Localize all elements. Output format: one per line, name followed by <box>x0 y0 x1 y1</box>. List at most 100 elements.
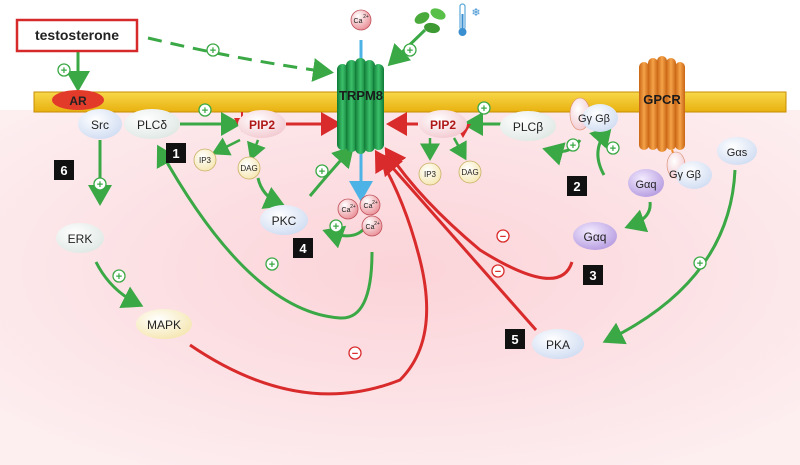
step-badge-2: 2 <box>567 176 587 196</box>
svg-text:2+: 2+ <box>374 221 380 227</box>
plcbeta-label: PLCβ <box>513 120 543 134</box>
pka-node <box>532 329 584 359</box>
pip2-right-label: PIP2 <box>430 118 456 132</box>
svg-text:5: 5 <box>511 332 518 347</box>
svg-text:3: 3 <box>589 268 596 283</box>
trpm8-label: TRPM8 <box>339 88 383 103</box>
galphaq-to-gbetagamma-arrow <box>589 125 613 176</box>
ip3-right-label: IP3 <box>424 170 437 179</box>
complex-to-free-galphaq-arrow <box>624 201 652 233</box>
gpcr-label: GPCR <box>643 92 681 107</box>
calcium-to-plcdelta-loop-arrow <box>156 144 374 320</box>
svg-text:+: + <box>610 143 616 155</box>
ip3-left-node <box>193 148 217 172</box>
trpm8-channel <box>337 58 384 154</box>
pip2-to-dag-right-arrow <box>449 137 467 161</box>
minus-sign-pka-trpm8: − <box>491 264 505 278</box>
plcdelta-node <box>124 109 180 139</box>
dag-left-node <box>237 156 261 180</box>
pkc-label: PKC <box>272 214 297 228</box>
plus-sign-erk-mapk: + <box>112 269 126 283</box>
testosterone-to-trpm8-arrow <box>147 36 334 82</box>
svg-text:Ca: Ca <box>354 18 363 25</box>
step-badge-1: 1 <box>166 143 186 163</box>
svg-text:+: + <box>333 221 339 233</box>
svg-text:2+: 2+ <box>363 14 369 20</box>
step-badge-5: 5 <box>505 329 525 349</box>
svg-text:1: 1 <box>172 146 179 161</box>
svg-text:−: − <box>352 348 358 360</box>
plus-sign-calcium-pkc: + <box>329 219 343 233</box>
pkc-node <box>260 205 308 235</box>
calcium-ions-intracellular: Ca 2+ Ca 2+ Ca 2+ <box>337 194 383 237</box>
testosterone-label: testosterone <box>35 27 119 43</box>
svg-text:Ca: Ca <box>342 207 351 214</box>
gbetagamma-membrane-node <box>569 97 618 132</box>
pka-label: PKA <box>546 338 570 352</box>
pip2-left-node <box>238 110 286 138</box>
minus-sign-mapk-trpm8: − <box>348 346 362 360</box>
svg-text:6: 6 <box>60 163 67 178</box>
ip3-right-node <box>418 162 442 186</box>
erk-label: ERK <box>68 232 93 246</box>
erk-node <box>56 223 104 253</box>
galphaq-free-label: Gαq <box>584 230 607 244</box>
plus-sign-testosterone-ar: + <box>57 63 71 77</box>
plus-sign-galphas-pka: + <box>693 256 707 270</box>
mapk-label: MAPK <box>147 318 181 332</box>
plus-sign-gbetagamma-plcbeta: + <box>566 138 580 152</box>
ip3-left-label: IP3 <box>199 156 212 165</box>
svg-text:−: − <box>495 266 501 278</box>
svg-text:+: + <box>407 45 413 57</box>
pka-inhibits-trpm8-arrow <box>380 153 538 331</box>
ar-label: AR <box>69 94 87 108</box>
svg-text:2+: 2+ <box>350 204 356 210</box>
galphaq-complex-label: Gαq <box>635 179 656 191</box>
pip2-left-label: PIP2 <box>249 118 275 132</box>
mapk-inhibits-trpm8-arrow <box>189 149 429 396</box>
svg-text:2: 2 <box>573 179 580 194</box>
ar-receptor <box>52 90 104 110</box>
galphaq-inhibits-trpm8-arrow <box>384 147 574 280</box>
erk-to-mapk-arrow <box>94 261 144 309</box>
plcdelta-label: PLCδ <box>137 118 167 132</box>
svg-text:+: + <box>269 259 275 271</box>
svg-text:+: + <box>97 179 103 191</box>
svg-text:Ca: Ca <box>366 224 375 231</box>
dag-to-pkc-arrow <box>256 177 286 209</box>
svg-text:+: + <box>570 140 576 152</box>
svg-text:+: + <box>61 65 67 77</box>
dag-right-label: DAG <box>461 168 478 177</box>
calcium-ion-extracellular: Ca 2+ <box>350 9 372 31</box>
plus-sign-calcium-plcdelta: + <box>265 257 279 271</box>
plus-sign-plcbeta-pip2: + <box>477 101 491 115</box>
pip2-to-ip3-left-arrow <box>211 137 241 156</box>
gbetagamma-membrane-label: Gγ Gβ <box>578 113 610 125</box>
galphas-node <box>717 137 757 165</box>
dag-left-label: DAG <box>240 164 257 173</box>
svg-text:+: + <box>210 45 216 57</box>
galphas-label: Gαs <box>727 147 748 159</box>
gbetagamma-complex-label: Gγ Gβ <box>669 169 701 181</box>
svg-text:+: + <box>481 103 487 115</box>
plus-sign-plcdelta-pip2: + <box>198 103 212 117</box>
plcbeta-node <box>500 111 556 141</box>
testosterone-box <box>15 18 139 53</box>
svg-text:2+: 2+ <box>372 200 378 206</box>
pip2-right-node <box>419 110 467 138</box>
svg-text:−: − <box>500 231 506 243</box>
plus-sign-menthol: + <box>403 43 417 57</box>
pkc-to-trpm8-arrow <box>308 145 355 197</box>
galphaq-free-node <box>573 222 617 250</box>
src-node <box>78 109 122 139</box>
svg-text:+: + <box>319 166 325 178</box>
minus-sign-galphaq-trpm8: − <box>496 229 510 243</box>
plus-sign-pkc-trpm8: + <box>315 164 329 178</box>
svg-text:❄: ❄ <box>471 7 480 19</box>
step-badge-6: 6 <box>54 160 74 180</box>
svg-text:+: + <box>697 258 703 270</box>
pip2-to-dag-left-arrow <box>247 139 266 161</box>
gpcr-receptor <box>639 56 685 152</box>
